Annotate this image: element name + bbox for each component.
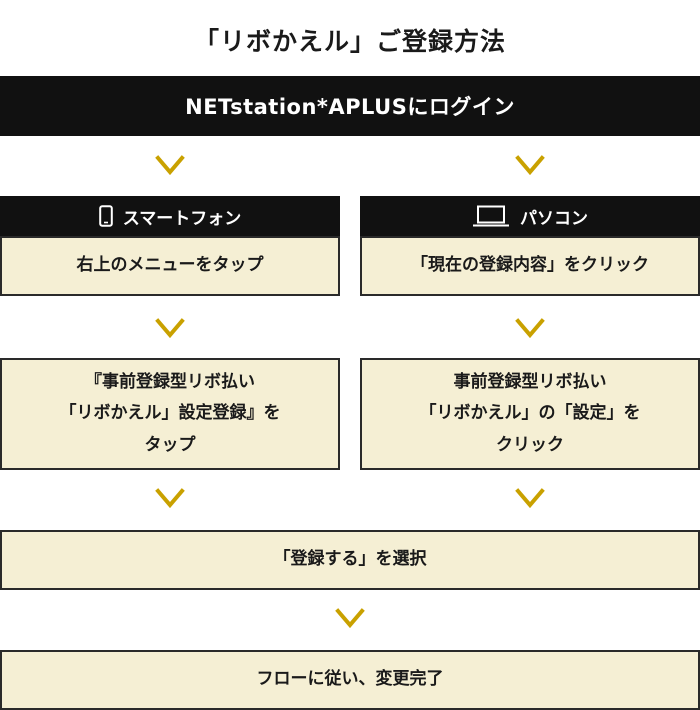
down-arrow-icon	[515, 155, 545, 176]
smartphone-column-header: スマートフォン	[0, 196, 340, 236]
smartphone-step-menu: 右上のメニューをタップ	[0, 236, 340, 296]
down-arrow-icon	[335, 608, 365, 629]
pc-step-current-settings: 「現在の登録内容」をクリック	[360, 236, 700, 296]
down-arrow-icon	[515, 488, 545, 509]
smartphone-header-label: スマートフォン	[122, 208, 242, 229]
down-arrow-icon	[155, 318, 185, 339]
down-arrow-icon	[515, 318, 545, 339]
smartphone-step-revo-setting: 『事前登録型リボ払い 「リボかえル」設定登録』を タップ	[0, 358, 340, 470]
laptop-icon	[472, 205, 510, 227]
pc-header-label: パソコン	[520, 208, 588, 229]
pc-step-revo-setting: 事前登録型リボ払い 「リボかえル」の「設定」を クリック	[360, 358, 700, 470]
smartphone-icon	[98, 205, 113, 227]
down-arrow-icon	[155, 155, 185, 176]
step-select-register: 「登録する」を選択	[0, 530, 700, 590]
step-complete: フローに従い、変更完了	[0, 650, 700, 710]
page-title: 「リボかえル」ご登録方法	[193, 27, 506, 56]
pc-column-header: パソコン	[360, 196, 700, 236]
login-step-bar: NETstation*APLUSにログイン	[0, 76, 700, 136]
down-arrow-icon	[155, 488, 185, 509]
